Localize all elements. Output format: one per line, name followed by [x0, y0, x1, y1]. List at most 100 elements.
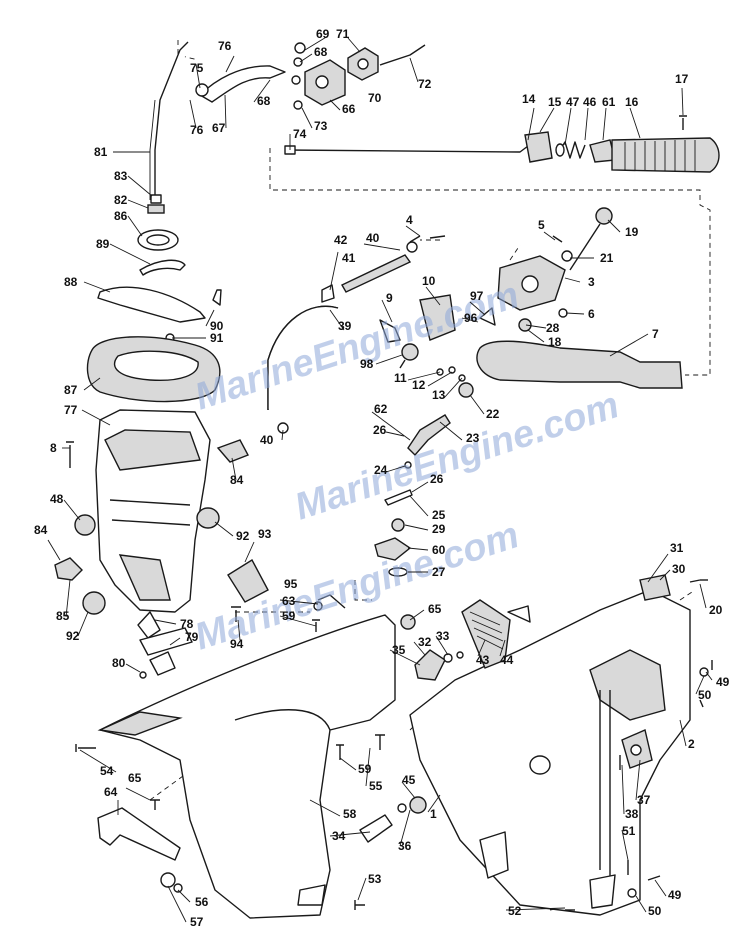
- leader-line: [409, 495, 429, 517]
- callout-90: 90: [210, 319, 224, 333]
- leader-line: [409, 609, 425, 621]
- callout-75: 75: [190, 61, 204, 75]
- callout-89: 89: [96, 237, 110, 251]
- callout-91: 91: [210, 331, 224, 345]
- callout-77: 77: [64, 403, 78, 417]
- callout-81: 81: [94, 145, 108, 159]
- callout-68: 68: [314, 45, 328, 59]
- leader-line: [281, 429, 284, 441]
- callout-46: 46: [583, 95, 597, 109]
- callout-48: 48: [50, 492, 64, 506]
- callout-59: 59: [282, 609, 296, 623]
- callout-84: 84: [230, 473, 244, 487]
- leader-line: [443, 377, 463, 399]
- callout-50b: 50: [648, 904, 662, 918]
- watermark-text: MarineEngine.com: [290, 384, 624, 528]
- lever-64: [97, 807, 181, 861]
- callout-85: 85: [56, 609, 70, 623]
- leader-line: [469, 394, 485, 415]
- leader-line: [435, 635, 449, 656]
- callout-2: 2: [688, 737, 695, 751]
- leader-line: [413, 641, 426, 656]
- callout-40b: 40: [260, 433, 274, 447]
- callout-69: 69: [316, 27, 330, 41]
- leader-line: [565, 312, 585, 315]
- grommet-43: [461, 599, 511, 669]
- callout-79: 79: [185, 630, 199, 644]
- tiller-group: [284, 115, 720, 398]
- leader-line: [477, 639, 486, 657]
- leader-line: [127, 215, 143, 237]
- leader-line: [695, 675, 705, 695]
- leader-line: [527, 329, 545, 343]
- callout-39: 39: [338, 319, 352, 333]
- callout-71: 71: [336, 27, 350, 41]
- leader-line: [299, 53, 313, 63]
- callout-47: 47: [566, 95, 580, 109]
- callout-37: 37: [637, 793, 651, 807]
- leader-line: [543, 231, 556, 241]
- callout-62: 62: [374, 402, 388, 416]
- callout-72: 72: [418, 77, 432, 91]
- leader-line: [63, 499, 81, 521]
- leader-lines: [47, 35, 713, 923]
- callout-57: 57: [190, 915, 204, 929]
- leader-line: [635, 759, 641, 801]
- leader-line: [654, 879, 667, 897]
- leader-line: [371, 411, 411, 441]
- leader-line: [679, 719, 687, 747]
- callout-22: 22: [486, 407, 500, 421]
- callout-58: 58: [343, 807, 357, 821]
- pin-22: [458, 382, 474, 398]
- leader-line: [409, 57, 419, 83]
- callout-26b: 26: [430, 472, 444, 486]
- leader-line: [469, 301, 486, 316]
- leader-line: [635, 895, 647, 913]
- leader-line: [81, 409, 111, 426]
- leader-line: [244, 541, 255, 563]
- leader-line: [399, 809, 411, 847]
- leader-line: [231, 457, 237, 481]
- leader-line: [189, 99, 197, 129]
- link-arm: [199, 65, 286, 103]
- callout-53: 53: [368, 872, 382, 886]
- leader-line: [411, 481, 429, 493]
- leader-line: [237, 619, 241, 641]
- leader-line: [83, 281, 111, 293]
- leader-line: [404, 524, 429, 531]
- callout-36: 36: [398, 839, 412, 853]
- leader-line: [381, 299, 393, 323]
- leader-line: [339, 757, 357, 771]
- leader-line: [127, 199, 149, 209]
- left-lower-cover: [97, 614, 416, 919]
- callout-5: 5: [538, 218, 545, 232]
- callout-1: 1: [430, 807, 437, 821]
- throttle-cam: [419, 294, 456, 341]
- leader-line: [705, 671, 713, 681]
- leader-line: [584, 107, 589, 141]
- callout-55: 55: [369, 779, 383, 793]
- callout-98: 98: [360, 357, 374, 371]
- leader-line: [389, 649, 421, 666]
- callout-27: 27: [432, 565, 446, 579]
- callout-61: 61: [602, 95, 616, 109]
- leader-line: [154, 619, 177, 625]
- callout-65: 65: [128, 771, 142, 785]
- callout-numbers: 1 2 3 4 5 6 7 8 9 10 11 12 13 14 15 16 1…: [34, 27, 730, 929]
- callout-26: 26: [373, 423, 387, 437]
- callout-59b: 59: [358, 762, 372, 776]
- leader-line: [47, 539, 61, 561]
- callout-16: 16: [625, 95, 639, 109]
- callout-29: 29: [432, 522, 446, 536]
- leader-line: [125, 787, 151, 801]
- shift-rod: [154, 41, 189, 200]
- leader-line: [425, 286, 441, 306]
- leader-line: [407, 547, 429, 551]
- callout-97: 97: [470, 289, 484, 303]
- leader-line: [539, 107, 555, 133]
- leader-line: [127, 175, 153, 197]
- leader-line: [699, 583, 707, 609]
- callout-63: 63: [282, 594, 296, 608]
- tiller-handle: [476, 340, 683, 389]
- leader-line: [621, 764, 625, 815]
